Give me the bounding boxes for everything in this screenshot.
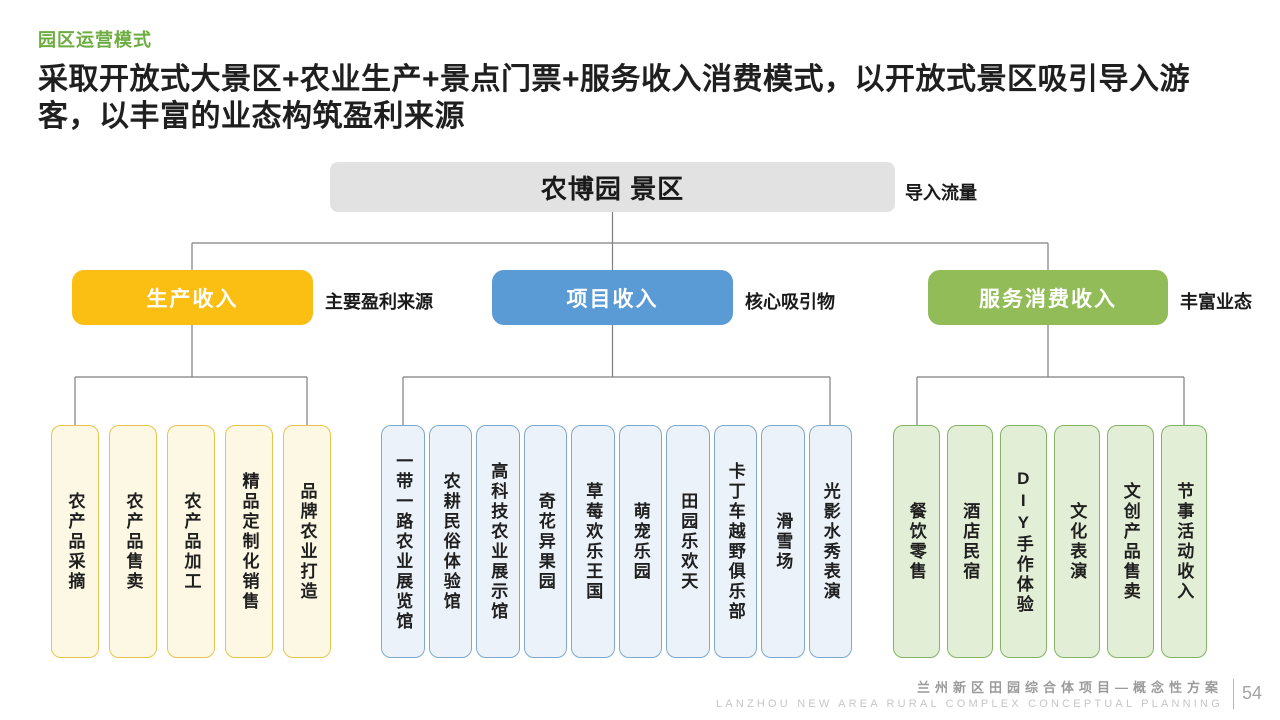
leaf-node: 卡丁车越野俱乐部 [713, 425, 757, 658]
leaf-node: 节事活动收入 [1160, 425, 1207, 658]
leaf-node: 文化表演 [1053, 425, 1100, 658]
leaf-node: 农产品采摘 [51, 425, 99, 658]
leaf-node: 农耕民俗体验馆 [428, 425, 472, 658]
root-node-label: 农博园 景区 [540, 173, 685, 204]
leaf-node: 餐饮零售 [893, 425, 940, 658]
root-node-scenic-area: 农博园 景区 [330, 162, 895, 212]
branch-label: 项目收入 [566, 287, 659, 311]
footer-project-name-cn: 兰州新区田园综合体项目—概念性方案 [916, 680, 1223, 695]
page-number: 54 [1241, 683, 1262, 703]
branch-label: 服务消费收入 [979, 287, 1117, 311]
leaf-node: 农产品加工 [167, 425, 215, 658]
leaf-node: 光影水秀表演 [808, 425, 852, 658]
leaf-node: 农产品售卖 [109, 425, 157, 658]
leaf-node: 田园乐欢天 [666, 425, 710, 658]
leaf-node: 酒店民宿 [946, 425, 993, 658]
section-label: 园区运营模式 [38, 30, 152, 50]
root-note: 导入流量 [905, 183, 977, 203]
branch-label: 生产收入 [146, 287, 239, 311]
slide-footer: 兰州新区田园综合体项目—概念性方案 LANZHOU NEW AREA RURAL… [716, 677, 1262, 710]
leaf-node: 奇花异果园 [523, 425, 567, 658]
branch-note-service: 丰富业态 [1180, 292, 1252, 312]
leaf-node: 滑雪场 [761, 425, 805, 658]
leaf-node: 一带一路农业展览馆 [381, 425, 425, 658]
leaf-group-project: 一带一路农业展览馆 农耕民俗体验馆 高科技农业展示馆 奇花异果园 草莓欢乐王国 … [381, 425, 852, 658]
leaf-node: 品牌农业打造 [283, 425, 331, 658]
branch-node-service-income: 服务消费收入 [928, 270, 1168, 325]
footer-project-name: 兰州新区田园综合体项目—概念性方案 LANZHOU NEW AREA RURAL… [716, 677, 1223, 710]
branch-node-production-income: 生产收入 [72, 270, 313, 325]
leaf-node: 萌宠乐园 [618, 425, 662, 658]
leaf-group-service: 餐饮零售 酒店民宿 DIY手作体验 文化表演 文创产品售卖 节事活动收入 [893, 425, 1207, 658]
leaf-node: 精品定制化销售 [225, 425, 273, 658]
footer-divider [1232, 678, 1234, 709]
footer-project-name-en: LANZHOU NEW AREA RURAL COMPLEX CONCEPTUA… [715, 698, 1223, 710]
leaf-node: 文创产品售卖 [1107, 425, 1154, 658]
page-title: 采取开放式大景区+农业生产+景点门票+服务收入消费模式，以开放式景区吸引导入游客… [38, 63, 1191, 133]
branch-node-project-income: 项目收入 [492, 270, 733, 325]
branch-note-production: 主要盈利来源 [325, 292, 433, 312]
leaf-node: DIY手作体验 [1000, 425, 1047, 658]
leaf-node: 高科技农业展示馆 [476, 425, 520, 658]
branch-note-project: 核心吸引物 [745, 292, 835, 312]
leaf-group-production: 农产品采摘 农产品售卖 农产品加工 精品定制化销售 品牌农业打造 [51, 425, 331, 658]
leaf-node: 草莓欢乐王国 [571, 425, 615, 658]
